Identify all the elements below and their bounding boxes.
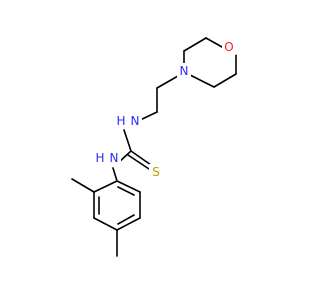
bond (116, 180, 141, 193)
bond (205, 37, 223, 48)
atom-oxygen: O (222, 39, 236, 55)
atom-labels: O N N H S N H (93, 39, 236, 180)
bond (116, 217, 141, 231)
atom-sulfur: S (149, 164, 163, 180)
bond-lines (71, 37, 237, 257)
atom-label-o: O (224, 40, 233, 54)
atom-label-h: H (95, 151, 104, 165)
atom-label-n: N (131, 114, 140, 128)
bond (71, 178, 95, 193)
bond (123, 129, 132, 152)
atom-label-s: S (152, 165, 160, 179)
bond (93, 217, 118, 231)
atom-lower-nitrogen: N (107, 150, 121, 166)
atom-label-n: N (110, 151, 119, 165)
atom-label-h: H (116, 114, 125, 128)
atom-upper-nitrogen: N (128, 113, 142, 129)
bond (117, 186, 135, 196)
bond (130, 150, 152, 166)
bond (213, 73, 237, 88)
atom-lower-hydrogen: H (93, 150, 107, 166)
bond (93, 180, 118, 193)
bond (156, 75, 179, 89)
bond (112, 167, 118, 182)
molecule-structure: O N N H S N H (71, 37, 237, 257)
bond (183, 37, 207, 52)
atom-label-n: N (180, 64, 189, 78)
atom-upper-hydrogen: H (114, 113, 128, 129)
bond (127, 154, 150, 170)
bond (117, 214, 135, 225)
bond (189, 74, 215, 88)
atom-morpholine-nitrogen: N (177, 63, 191, 79)
